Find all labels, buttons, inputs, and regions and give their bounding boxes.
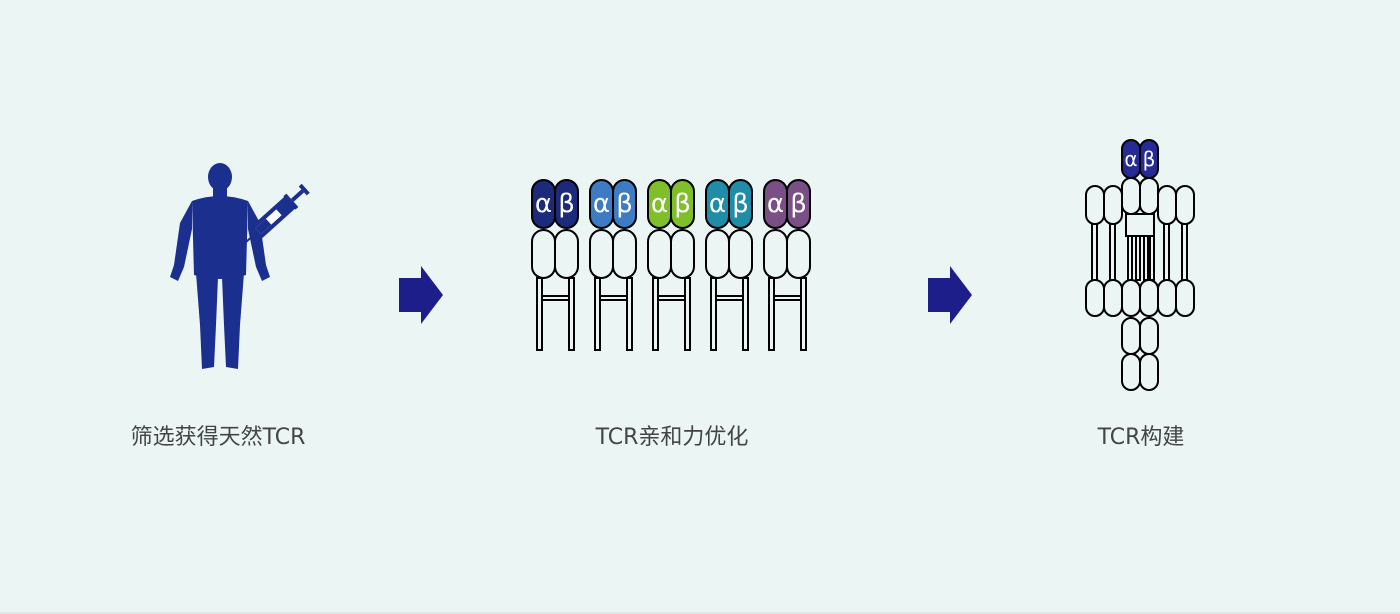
center-stalk bbox=[1135, 235, 1141, 281]
alpha-glyph: α bbox=[651, 189, 668, 219]
side-stalk bbox=[1091, 223, 1098, 283]
lower-domain bbox=[1139, 317, 1159, 355]
side-stalk bbox=[1181, 223, 1188, 283]
transmembrane-stalk bbox=[768, 277, 775, 351]
transmembrane-stalk bbox=[800, 277, 807, 351]
alpha-constant-domain bbox=[531, 229, 556, 279]
center-stalk bbox=[1149, 235, 1155, 281]
alpha-glyph: α bbox=[1124, 147, 1137, 171]
transmembrane-stalk bbox=[742, 277, 749, 351]
step-3-label: TCR构建 bbox=[1097, 425, 1185, 450]
beta-variable-domain bbox=[612, 179, 637, 229]
side-domain bbox=[1085, 279, 1105, 317]
beta-constant-domain bbox=[1139, 177, 1159, 215]
lower-domain bbox=[1121, 279, 1141, 317]
alpha-constant-domain bbox=[763, 229, 788, 279]
side-domain bbox=[1157, 185, 1177, 225]
lower-domain bbox=[1139, 279, 1159, 317]
transmembrane-stalk bbox=[594, 277, 601, 351]
step-2-label: TCR亲和力优化 bbox=[595, 425, 749, 450]
arrow-right-icon bbox=[399, 266, 443, 324]
side-domain bbox=[1175, 279, 1195, 317]
side-domain bbox=[1103, 279, 1123, 317]
step-1-label: 筛选获得天然TCR bbox=[130, 425, 306, 450]
beta-variable-domain bbox=[728, 179, 753, 229]
transmembrane-stalk bbox=[626, 277, 633, 351]
alpha-constant-domain bbox=[589, 229, 614, 279]
beta-variable-domain bbox=[670, 179, 695, 229]
side-stalk bbox=[1163, 223, 1170, 283]
lower-domain bbox=[1121, 317, 1141, 355]
beta-constant-domain bbox=[786, 229, 811, 279]
transmembrane-stalk bbox=[652, 277, 659, 351]
transmembrane-stalk bbox=[684, 277, 691, 351]
beta-variable-domain bbox=[554, 179, 579, 229]
beta-glyph: β bbox=[674, 189, 691, 219]
beta-glyph: β bbox=[790, 189, 807, 219]
side-domain bbox=[1085, 185, 1105, 225]
alpha-glyph: α bbox=[535, 189, 552, 219]
beta-glyph: β bbox=[558, 189, 575, 219]
side-stalk bbox=[1109, 223, 1116, 283]
lower-domain bbox=[1121, 353, 1141, 391]
beta-constant-domain bbox=[670, 229, 695, 279]
beta-variable-domain bbox=[786, 179, 811, 229]
alpha-glyph: α bbox=[767, 189, 784, 219]
alpha-constant-domain bbox=[1121, 177, 1141, 215]
alpha-glyph: α bbox=[593, 189, 610, 219]
center-stalk bbox=[1127, 235, 1133, 281]
center-stalk bbox=[1143, 235, 1149, 281]
beta-glyph: β bbox=[616, 189, 633, 219]
beta-glyph: β bbox=[732, 189, 749, 219]
transmembrane-stalk bbox=[536, 277, 543, 351]
alpha-glyph: α bbox=[709, 189, 726, 219]
beta-constant-domain bbox=[554, 229, 579, 279]
transmembrane-stalk bbox=[568, 277, 575, 351]
alpha-constant-domain bbox=[705, 229, 730, 279]
human-with-syringe-icon bbox=[170, 163, 310, 369]
transmembrane-stalk bbox=[710, 277, 717, 351]
beta-constant-domain bbox=[728, 229, 753, 279]
side-domain bbox=[1157, 279, 1177, 317]
lower-domain bbox=[1139, 353, 1159, 391]
alpha-constant-domain bbox=[647, 229, 672, 279]
side-domain bbox=[1103, 185, 1123, 225]
hinge-region bbox=[1125, 213, 1155, 237]
side-domain bbox=[1175, 185, 1195, 225]
beta-glyph: β bbox=[1143, 147, 1156, 171]
beta-constant-domain bbox=[612, 229, 637, 279]
arrow-right-icon bbox=[928, 266, 972, 324]
bottom-divider bbox=[0, 612, 1400, 614]
